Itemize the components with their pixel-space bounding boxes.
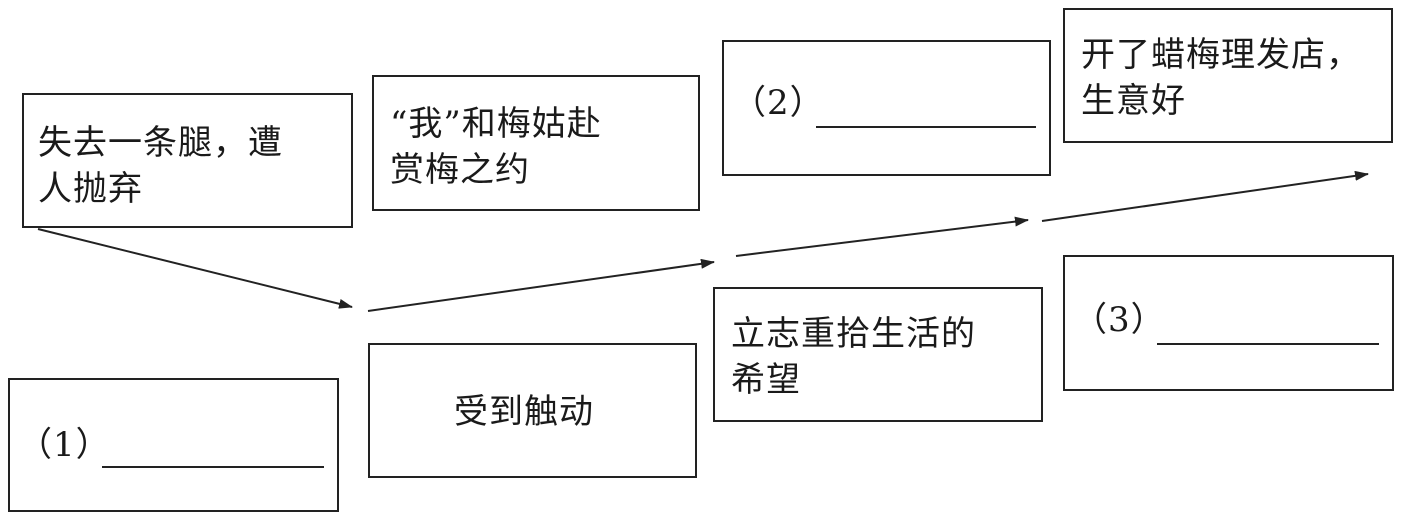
event-text-line-1: “我”和梅姑赴 bbox=[390, 104, 602, 144]
event-box-lose-leg: 失去一条腿，遭 人抛弃 bbox=[22, 93, 353, 228]
emotion-box-touched: 受到触动 bbox=[368, 343, 697, 478]
event-box-barbershop: 开了蜡梅理发店， 生意好 bbox=[1063, 8, 1393, 143]
arrow-segment-2 bbox=[367, 258, 715, 312]
blank-label-3: （3） bbox=[1073, 300, 1166, 340]
event-text-line-2: 赏梅之约 bbox=[390, 150, 530, 190]
emotion-text-line-1: 立志重拾生活的 bbox=[731, 314, 976, 354]
answer-blank-1[interactable] bbox=[102, 466, 324, 468]
blank-label-1: （1） bbox=[18, 425, 111, 465]
event-text-line-2: 人抛弃 bbox=[38, 169, 143, 209]
answer-blank-2[interactable] bbox=[816, 126, 1036, 128]
blank-label-2: （2） bbox=[732, 83, 825, 123]
emotion-text: 受到触动 bbox=[454, 392, 594, 432]
answer-blank-3[interactable] bbox=[1157, 343, 1379, 345]
event-box-plum-appointment: “我”和梅姑赴 赏梅之约 bbox=[372, 75, 700, 211]
event-box-blank-2: （2） bbox=[722, 40, 1051, 176]
event-text-line-1: 失去一条腿，遭 bbox=[38, 123, 283, 163]
emotion-box-hope: 立志重拾生活的 希望 bbox=[713, 287, 1043, 422]
arrow-segment-4 bbox=[1041, 170, 1369, 222]
event-text-line-1: 开了蜡梅理发店， bbox=[1081, 35, 1361, 75]
arrow-segment-1 bbox=[37, 228, 353, 309]
event-text-line-2: 生意好 bbox=[1081, 81, 1186, 121]
arrow-segment-3 bbox=[735, 216, 1029, 257]
emotion-box-blank-3: （3） bbox=[1063, 255, 1394, 391]
emotion-box-blank-1: （1） bbox=[8, 378, 339, 512]
emotion-text-line-2: 希望 bbox=[731, 360, 801, 400]
